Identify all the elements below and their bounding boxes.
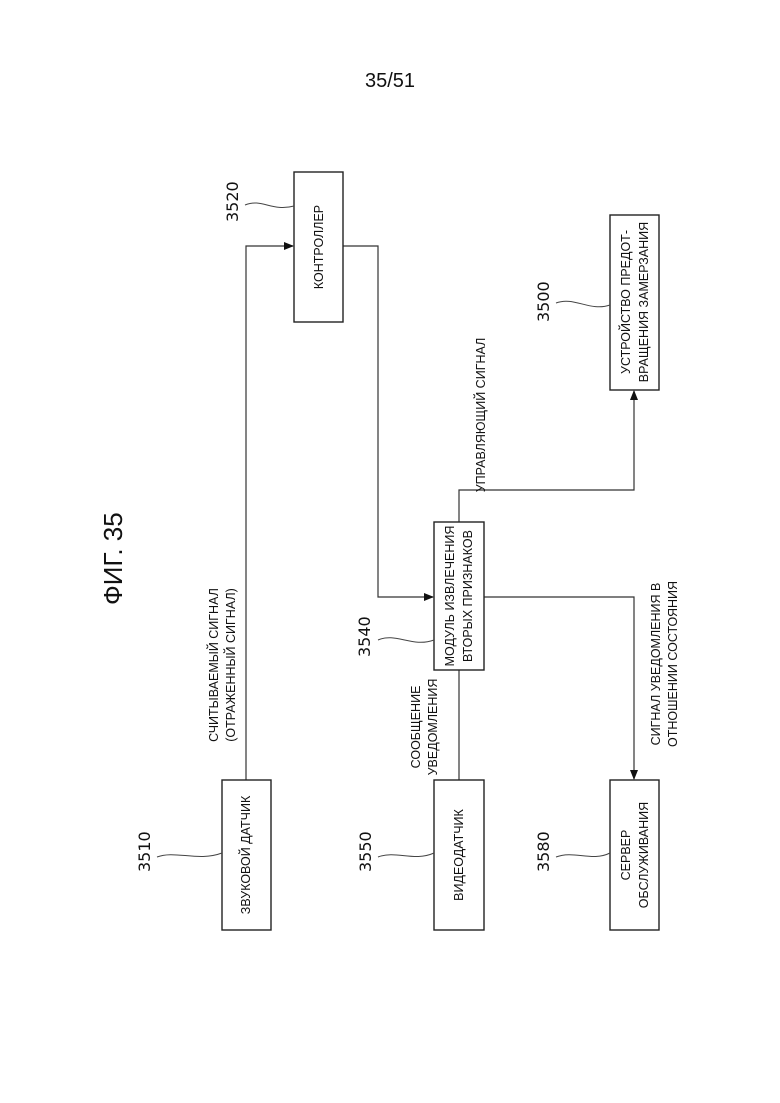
leader-3580 [556,853,610,857]
ref-3550: 3550 [356,831,375,872]
leader-3520 [245,203,294,208]
notification-message-label-line1: СООБЩЕНИЕ [409,686,423,769]
sensed-signal-label-line1: СЧИТЫВАЕМЫЙ СИГНАЛ [206,588,221,742]
sound-sensor-label: ЗВУКОВОЙ ДАТЧИК [238,795,253,914]
leader-3540 [378,638,434,643]
leader-3500 [556,301,610,307]
sensed-signal-label-line2: (ОТРАЖЕННЫЙ СИГНАЛ) [223,588,238,742]
connector-sound-sensor-to-controller [246,246,293,780]
controller-label: КОНТРОЛЛЕР [312,205,326,289]
status-notification-signal-label-line1: СИГНАЛ УВЕДОМЛЕНИЯ В [649,583,663,746]
service-server-block: СЕРВЕР ОБСЛУЖИВАНИЯ [610,780,659,930]
service-server-label-line1: СЕРВЕР [619,830,633,881]
control-signal-label: УПРАВЛЯЮЩИЙ СИГНАЛ [473,338,488,493]
anti-freeze-device-label-line1: УСТРОЙСТВО ПРЕДОТ- [618,230,633,374]
ref-3540: 3540 [355,616,374,657]
connector-feature-module-to-server [484,597,634,779]
video-sensor-label: ВИДЕОДАТЧИК [452,808,466,900]
feature-module-label-line2: ВТОРЫХ ПРИЗНАКОВ [461,530,475,662]
leader-3510 [157,853,222,857]
leader-3550 [378,853,434,857]
controller-block: КОНТРОЛЛЕР [294,172,343,322]
feature-module-label-line1: МОДУЛЬ ИЗВЛЕЧЕНИЯ [443,526,457,667]
figure-title: ФИГ. 35 [98,512,128,605]
video-sensor-block: ВИДЕОДАТЧИК [434,780,484,930]
anti-freeze-device-label-line2: ВРАЩЕНИЯ ЗАМЕРЗАНИЯ [637,222,651,382]
connector-controller-to-feature-module [343,246,433,597]
ref-3510: 3510 [135,831,154,872]
status-notification-signal-label-line2: ОТНОШЕНИИ СОСТОЯНИЯ [666,581,680,747]
ref-3500: 3500 [534,281,553,322]
service-server-label-line2: ОБСЛУЖИВАНИЯ [637,802,651,908]
feature-extraction-module-block: МОДУЛЬ ИЗВЛЕЧЕНИЯ ВТОРЫХ ПРИЗНАКОВ [434,522,484,670]
anti-freeze-device-block: УСТРОЙСТВО ПРЕДОТ- ВРАЩЕНИЯ ЗАМЕРЗАНИЯ [610,215,659,390]
sound-sensor-block: ЗВУКОВОЙ ДАТЧИК [222,780,271,930]
ref-3520: 3520 [223,181,242,222]
notification-message-label-line2: УВЕДОМЛЕНИЯ [426,679,440,776]
ref-3580: 3580 [534,831,553,872]
